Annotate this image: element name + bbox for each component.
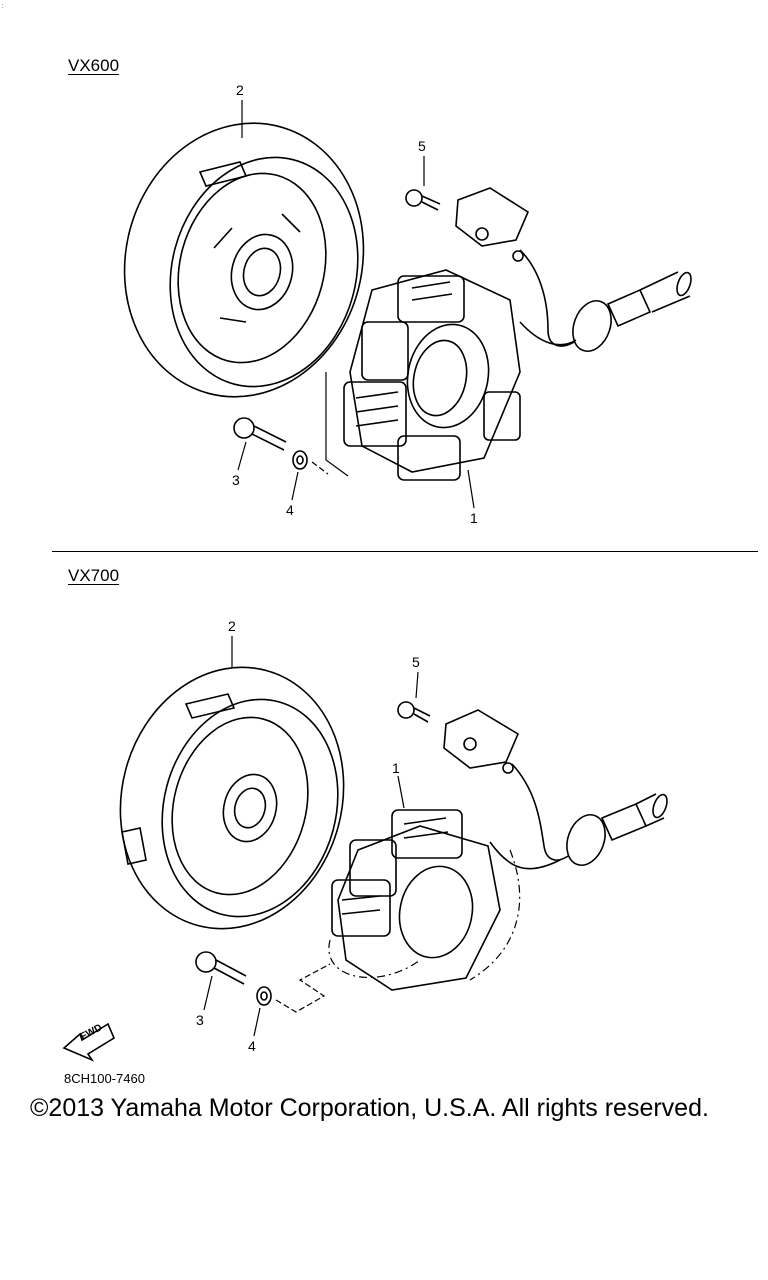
vx600-leader-3 — [237, 441, 247, 471]
vx600-wire — [519, 249, 575, 347]
vx600-stator-assembly — [343, 269, 521, 481]
vx700-callout-1: 1 — [392, 760, 400, 776]
vx700-callout-2: 2 — [228, 618, 236, 634]
vx700-callout-5: 5 — [412, 654, 420, 670]
section-divider — [52, 551, 758, 552]
vx600-callout-5: 5 — [418, 138, 426, 154]
vx700-leader-4 — [253, 1007, 261, 1037]
vx600-callout-2: 2 — [236, 82, 244, 98]
vx700-bolt-3 — [195, 951, 247, 985]
vx600-grommet-and-harness — [572, 271, 692, 352]
vx700-stator-assembly — [331, 809, 501, 991]
vx700-leader-3 — [203, 975, 213, 1011]
vx700-leader-1 — [397, 775, 405, 809]
section-title-vx600: VX600 — [68, 56, 120, 75]
vx700-leader-5 — [415, 671, 419, 699]
vx600-bracket — [325, 372, 349, 477]
vx600-flywheel-rotor — [123, 122, 365, 398]
vx600-bolt-5 — [405, 189, 441, 211]
part-number: 8CH100-7460 — [64, 1071, 145, 1086]
vx600-callout-1: 1 — [470, 510, 478, 526]
vx600-washer-4 — [292, 450, 308, 470]
exploded-parts-diagram — [62, 100, 692, 1062]
copyright-notice: ©2013 Yamaha Motor Corporation, U.S.A. A… — [30, 1094, 709, 1122]
vx600-leader-1 — [467, 469, 475, 509]
vx700-flywheel-rotor — [119, 666, 345, 930]
vx700-wire — [511, 763, 569, 861]
vx700-bolt-5 — [397, 701, 431, 723]
vx600-pickup-coil — [455, 187, 530, 262]
vx700-pickup-coil — [443, 709, 520, 774]
section-title-vx700: VX700 — [68, 566, 120, 585]
corner-mark: : — [2, 4, 4, 10]
vx700-callout-3: 3 — [196, 1012, 204, 1028]
vx700-dash-guide — [328, 939, 421, 979]
vx700-callout-4: 4 — [248, 1038, 256, 1054]
vx600-leader-4 — [291, 471, 299, 501]
vx700-wire-2 — [489, 841, 561, 870]
vx600-bolt-3 — [233, 417, 287, 451]
vx700-washer-4 — [256, 986, 272, 1006]
vx700-grommet-and-harness — [566, 793, 668, 866]
vx700-dash-link — [275, 963, 331, 1013]
vx600-wire-2 — [519, 321, 577, 346]
vx600-callout-4: 4 — [286, 502, 294, 518]
vx600-callout-3: 3 — [232, 472, 240, 488]
fwd-arrow-icon — [62, 1022, 116, 1062]
